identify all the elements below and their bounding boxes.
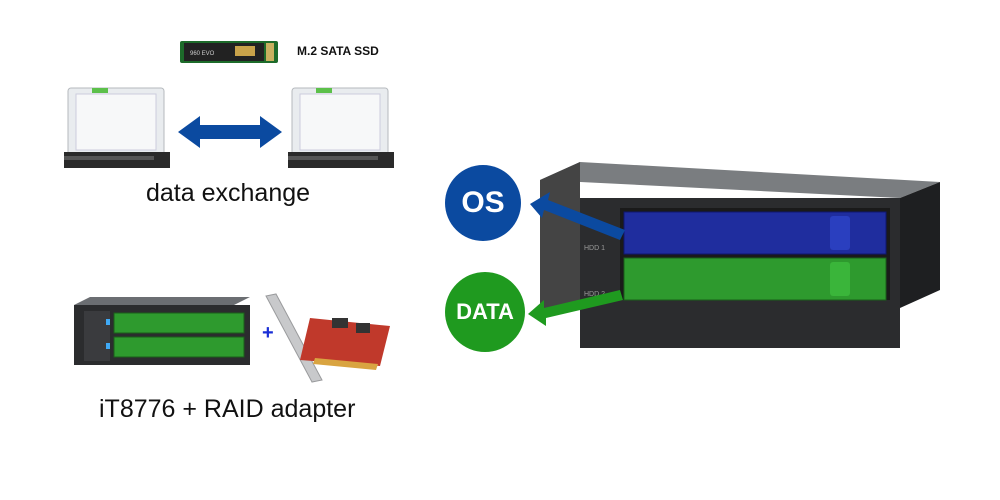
exchange-double-arrow bbox=[178, 116, 282, 148]
large-enclosure-image: HDD 1 HDD 2 bbox=[540, 162, 940, 348]
raid-adapter-card-image bbox=[265, 293, 390, 383]
os-badge-label: OS bbox=[461, 186, 505, 219]
drive-tray-right bbox=[288, 87, 394, 168]
data-badge: DATA bbox=[445, 272, 525, 352]
raid-caption: iT8776 + RAID adapter bbox=[99, 395, 356, 423]
os-pointer-arrow bbox=[530, 192, 625, 240]
bay-bottom-label: HDD 2 bbox=[584, 291, 605, 298]
drive-tray-left bbox=[64, 87, 170, 168]
it8776-enclosure-image bbox=[74, 297, 250, 365]
data-pointer-arrow bbox=[528, 290, 623, 326]
m2-ssd-image: 960 EVO bbox=[180, 41, 278, 63]
os-badge: OS bbox=[445, 165, 521, 241]
bay-top-label: HDD 1 bbox=[584, 245, 605, 252]
ssd-chip-text: 960 EVO bbox=[190, 51, 215, 57]
ssd-label: M.2 SATA SSD bbox=[297, 44, 379, 58]
data-exchange-caption: data exchange bbox=[146, 179, 311, 207]
plus-sign: + bbox=[262, 322, 274, 344]
data-badge-label: DATA bbox=[456, 299, 514, 324]
